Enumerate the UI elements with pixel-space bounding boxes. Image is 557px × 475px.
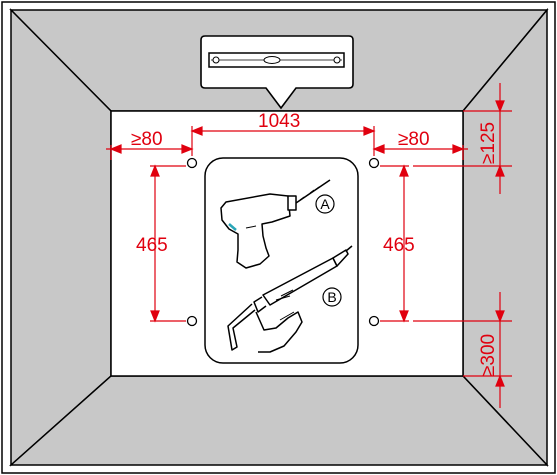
- dim-right-clearance: ≥80: [398, 129, 430, 150]
- callout-b-circle: [322, 287, 342, 307]
- mounting-holes: [186, 157, 380, 327]
- tools-panel: A B: [204, 157, 359, 364]
- hole-bottom-left: [186, 315, 198, 327]
- callout-a-label: A: [320, 196, 330, 212]
- dim-top-clearance: ≥125: [478, 122, 499, 164]
- callout-b-label: B: [327, 289, 336, 305]
- dim-vertical-right: 465: [383, 235, 415, 256]
- hole-top-left: [186, 157, 198, 169]
- dim-left-clearance: ≥80: [131, 129, 163, 150]
- spirit-level-icon: [200, 35, 354, 110]
- drill-icon: [220, 179, 331, 269]
- callout-a-circle: [315, 194, 335, 214]
- dim-bottom-clearance: ≥300: [478, 334, 499, 376]
- dim-vertical-left: 465: [136, 235, 168, 256]
- dimension-lines: [106, 83, 512, 408]
- hole-top-right: [368, 157, 380, 169]
- dim-hole-spacing-horizontal: 1043: [258, 111, 300, 132]
- caulking-gun-icon: [227, 245, 353, 353]
- hole-bottom-right: [368, 315, 380, 327]
